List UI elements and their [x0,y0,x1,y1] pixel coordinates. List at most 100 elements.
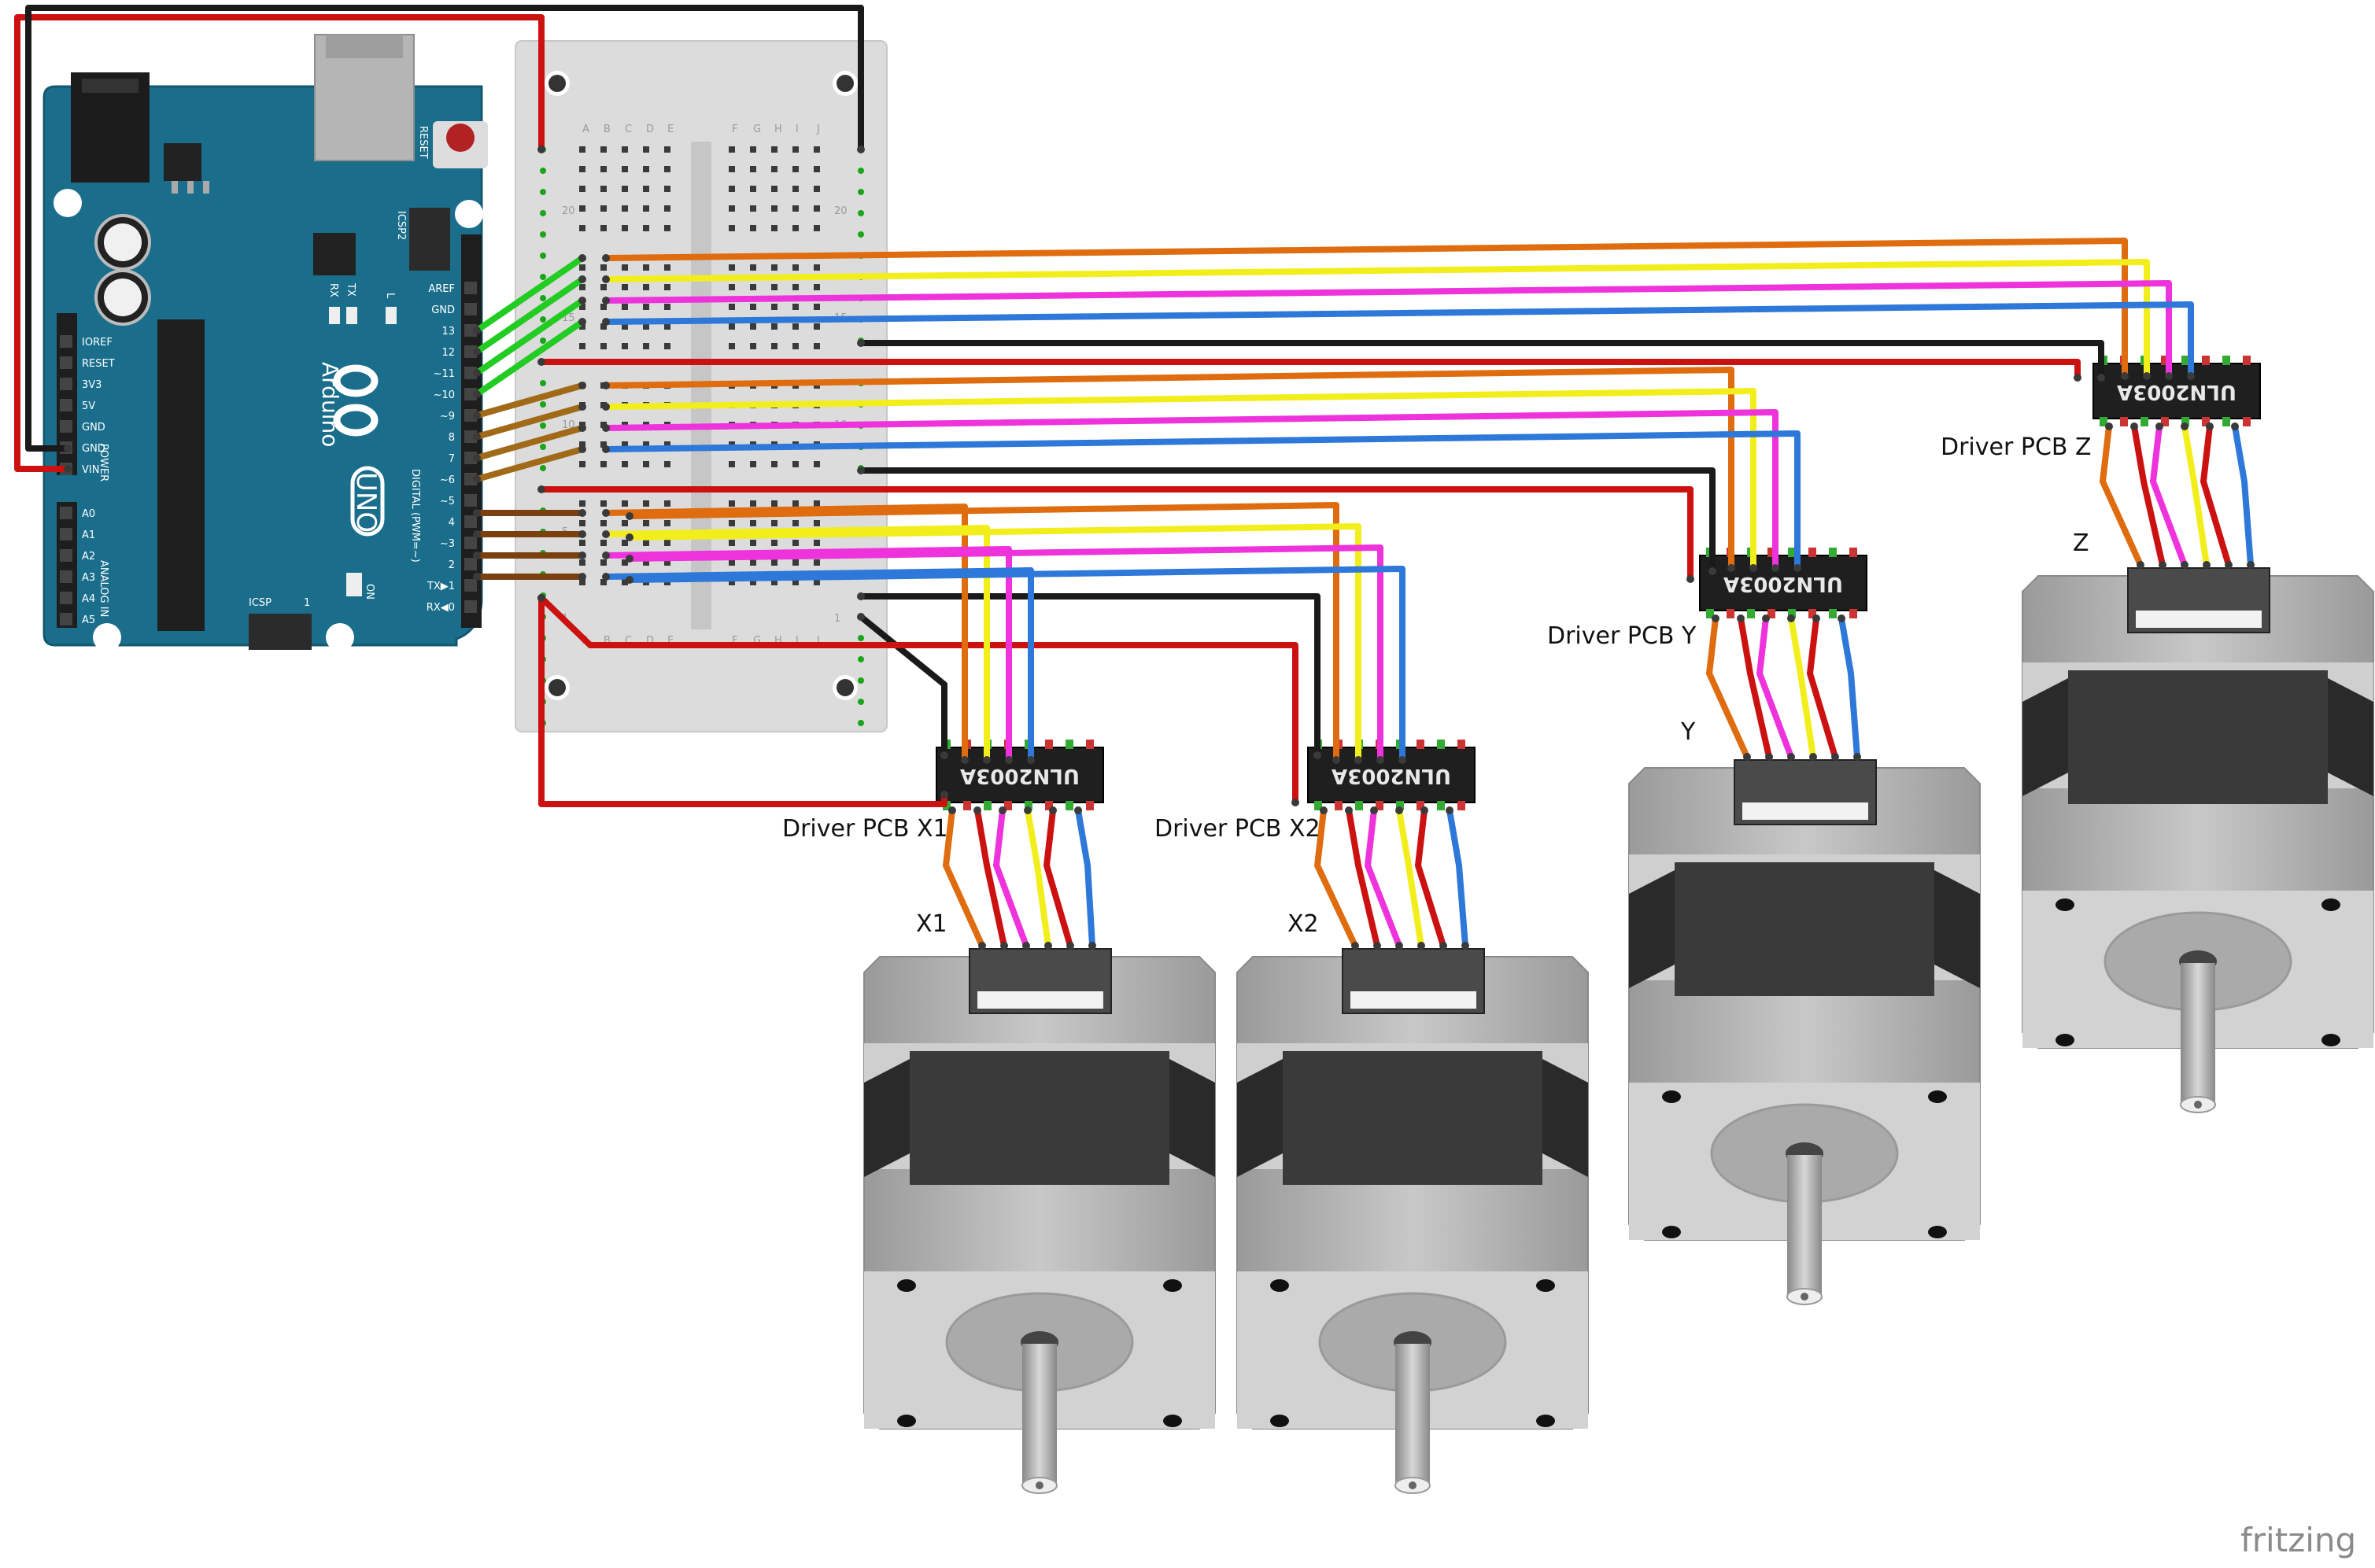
wire-end [857,146,865,153]
breadboard-hole [771,264,778,271]
wire-end [578,509,586,517]
wire-end [961,756,969,764]
breadboard-hole [814,323,820,330]
breadboard-hole [814,205,820,212]
wire-end [2165,372,2173,380]
wire-end [2181,561,2188,569]
motor-x1-label: X1 [916,910,947,938]
stepper-motors [863,567,2374,1494]
header-pin [60,335,72,348]
header-pin [464,558,477,570]
signal-wire-x1-3 [603,567,1034,763]
breadboard-hole [814,461,820,467]
wire-end [1812,614,1820,622]
breadboard-hole [622,559,628,566]
wire-end [1005,756,1013,764]
breadboard-hole [622,146,628,153]
breadboard-hole [792,264,799,271]
pin-label: GND [82,422,105,434]
breadboard-hole [600,205,607,212]
breadboard-hole [579,225,585,231]
chip-pin [1086,801,1094,810]
motor-y-label: Y [1680,718,1696,746]
wire-end [2247,561,2255,569]
signal-wire-y-2 [603,409,1778,571]
chip-pin [2181,356,2189,365]
header-pin [60,507,72,519]
ground-wire-black [25,5,864,452]
motor-wire-x1-5 [1075,807,1095,949]
breadboard-hole [579,186,585,192]
pin-label: 3V3 [82,379,102,391]
chip-pin [2222,356,2230,365]
chip-pin [2161,417,2169,426]
motor-shaft [1787,1155,1822,1297]
motor-shade [1237,1059,1283,1177]
pin-label: VIN [82,464,99,476]
wire-end [999,806,1007,814]
signal-wire-z-3 [603,301,2194,379]
motor-screw-hole [1270,1415,1289,1427]
wire-end [626,576,633,584]
rail-hole [858,231,864,238]
breadboard-hole [579,461,585,467]
wire-end [1743,753,1751,761]
breadboard-hole [579,540,585,546]
power-wire-y [538,486,1694,582]
driver-z-label: Driver PCB Z [1941,434,2092,461]
breadboard-hole [622,166,628,172]
ground-wire-y [858,467,1716,574]
wire-end [983,756,991,764]
wire-end [2203,561,2211,569]
breadboard-hole [664,559,670,566]
breadboard-hole [622,304,628,310]
breadboard-hole [643,540,649,546]
breadboard-hole [729,461,735,467]
breadboard-hole [729,186,735,192]
breadboard-hole [771,186,778,192]
wire-end [473,348,481,356]
breadboard-hole [643,166,649,172]
power-wire-x2 [538,595,1298,806]
breadboard-hole [792,186,799,192]
motor-screw-hole [1536,1415,1555,1427]
bb-col-g: G [753,124,761,135]
wire-end [1024,806,1032,814]
signal-wire-x2-1 [626,523,1361,763]
wire-end [1749,564,1757,572]
header-pin [60,356,72,369]
breadboard-hole [729,520,735,526]
chip-pin [1788,548,1796,557]
reset-button-cap[interactable] [446,124,475,152]
chip-pin [1808,548,1816,557]
chip-pin [1045,801,1053,810]
breadboard-hole [664,343,670,349]
breadboard-hole [750,225,756,231]
wire-end [1373,942,1381,950]
motor-screw-hole [1928,1090,1947,1103]
power-wire-red [14,14,545,472]
power-wire-x1 [538,595,947,807]
wire-end [578,573,586,581]
breadboard-hole [579,441,585,448]
ground-wire-z [858,340,2104,381]
breadboard-hole [600,540,607,546]
wire-end [857,467,865,474]
rail-hole [540,168,546,174]
breadboard-hole [622,186,628,192]
chip-pin [2243,417,2251,426]
breadboard-hole [814,264,820,271]
wire-end [602,254,610,262]
motor-wire-y-2 [1756,615,1794,760]
chip-label: ULN2003A [2117,380,2236,404]
ground-wire-x1 [858,614,947,758]
header-pin [464,345,477,358]
motor-window [1675,862,1934,996]
motor-wire-x2-4 [1415,807,1446,949]
breadboard-hole [622,225,628,231]
bb-col-b: B [604,124,611,135]
bb-col-d-bottom: D [646,635,654,647]
wire-end [1831,753,1839,761]
breadboard-hole [600,461,607,467]
motor-y [1628,759,1981,1305]
